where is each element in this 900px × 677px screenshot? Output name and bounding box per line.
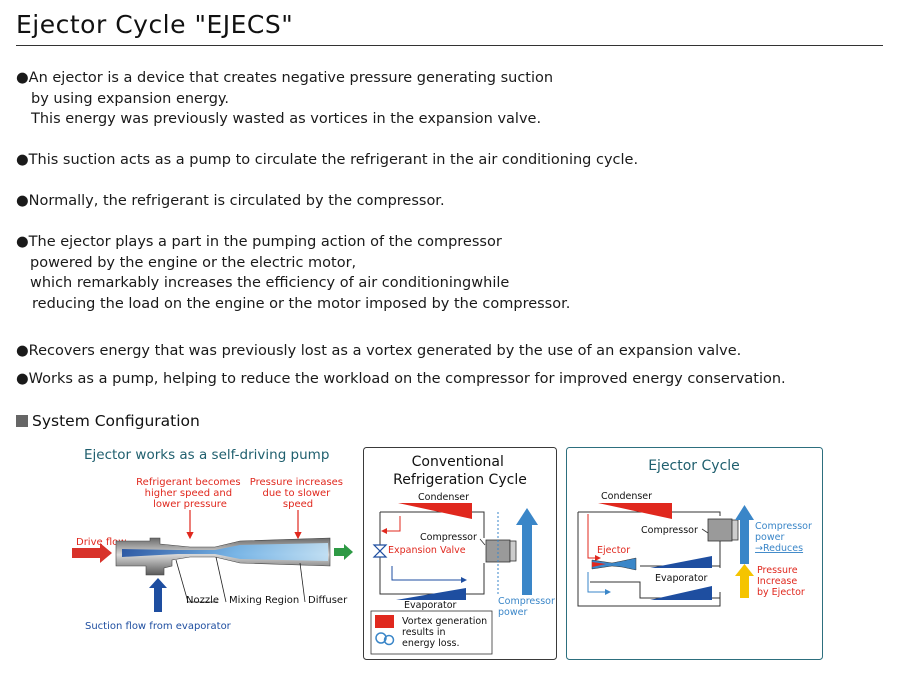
compressor-pulley-icon	[509, 540, 517, 562]
drive-flow-arrow	[72, 543, 112, 563]
paragraph-line: by using expansion energy.	[31, 90, 230, 107]
expansion-valve-label: Expansion Valve	[388, 545, 466, 556]
ejector-cycle-evaporator	[650, 556, 712, 568]
nozzle-label: Nozzle	[186, 595, 219, 606]
reduced-power-label: Compressor power →Reduces	[755, 521, 815, 554]
condenser-return-arrow	[381, 516, 401, 534]
conventional-condenser-label: Condenser	[418, 492, 469, 503]
diffuser-leader	[299, 562, 306, 603]
mixing-region-label: Mixing Region	[229, 595, 299, 606]
evaporator-flow-arrow	[391, 566, 467, 583]
ejector-icon	[591, 557, 637, 571]
title-divider	[16, 45, 883, 46]
ejector-label: Ejector	[597, 545, 630, 556]
ejector-cycle-diagram: Ejector Cycle Condenser Compressor Eject…	[566, 447, 823, 660]
ejector-cycle-compressor-label: Compressor	[641, 525, 698, 536]
diffuser-label: Diffuser	[308, 595, 348, 606]
expansion-valve-icon	[372, 544, 388, 558]
conventional-cycle-diagram: Conventional Refrigeration Cycle Condens…	[363, 447, 558, 660]
mixing-leader	[215, 556, 227, 603]
conventional-compressor-icon	[485, 539, 511, 563]
paragraph-line: which remarkably increases the efficienc…	[30, 275, 510, 291]
ejector-cycle-evaporator-label: Evaporator	[655, 573, 708, 584]
ejector-diagram: Ejector works as a self-driving pump Ref…	[72, 447, 353, 632]
ejector-diagram-heading: Ejector works as a self-driving pump	[84, 447, 329, 463]
ejector-drive-arrow	[587, 514, 601, 561]
compressor-power-arrow-icon	[516, 508, 538, 525]
paragraph-line: This energy was previously wasted as vor…	[31, 111, 542, 127]
section-title: System Configuration	[32, 412, 200, 430]
paragraph-line: ●This suction acts as a pump to circulat…	[16, 152, 639, 168]
paragraph-line: ●Works as a pump, helping to reduce the …	[16, 371, 786, 387]
square-bullet-icon	[16, 415, 28, 427]
pressure-increase-arrow-icon	[735, 564, 754, 576]
paragraph-line: powered by the engine or the electric mo…	[30, 254, 357, 271]
ejector-cycle-condenser-label: Condenser	[601, 491, 652, 502]
suction-flow-label: Suction flow from evaporator	[85, 621, 232, 632]
page-title: Ejector Cycle "EJECS"	[16, 10, 294, 39]
paragraph-line: ●An ejector is a device that creates neg…	[16, 70, 554, 86]
conventional-evaporator	[396, 588, 466, 600]
vortex-valve-icon	[375, 615, 394, 628]
suction-flow-arrow	[149, 578, 167, 612]
paragraph-line: ●The ejector plays a part in the pumping…	[16, 234, 502, 250]
paragraph-recovers-energy: ●Recovers energy that was previously los…	[16, 341, 741, 362]
ejector-cycle-compressor-icon	[707, 518, 733, 542]
refrigerant-flow	[122, 543, 328, 561]
conventional-panel-frame	[363, 447, 557, 660]
conventional-compressor-label: Compressor	[420, 532, 477, 543]
section-heading: System Configuration	[16, 412, 200, 430]
reduced-power-arrow-icon	[735, 505, 754, 520]
paragraph-works-as-pump: ●Works as a pump, helping to reduce the …	[16, 369, 786, 390]
vortex-note-text: Vortex generation results in energy loss…	[402, 616, 490, 649]
ejector-cycle-condenser	[598, 503, 672, 519]
outlet-arrow	[334, 544, 353, 560]
conventional-evaporator-label: Evaporator	[404, 600, 457, 611]
pressure-increase-label: Pressure Increase by Ejector	[757, 565, 805, 598]
paragraph-line: ●Normally, the refrigerant is circulated…	[16, 193, 445, 209]
paragraph-suction-pump: ●This suction acts as a pump to circulat…	[16, 150, 638, 171]
conventional-heading: Conventional Refrigeration Cycle	[393, 454, 527, 488]
paragraph-line: reducing the load on the engine or the m…	[32, 295, 571, 312]
paragraph-pumping-action: ●The ejector plays a part in the pumping…	[16, 232, 570, 314]
ejector-cycle-heading: Ejector Cycle	[648, 458, 740, 474]
vortex-swirl-icon	[383, 634, 395, 646]
ejector-cycle-piping	[577, 511, 721, 607]
reduced-power-bar	[740, 520, 749, 564]
vortex-swirl-icon	[375, 632, 387, 644]
ejector-suction-arrow	[587, 572, 611, 595]
paragraph-compressor: ●Normally, the refrigerant is circulated…	[16, 191, 445, 212]
drive-flow-label: Drive flow	[76, 537, 126, 548]
paragraph-line: ●Recovers energy that was previously los…	[16, 343, 742, 359]
conventional-condenser	[398, 503, 472, 519]
compressor-power-label: Compressor power	[498, 596, 558, 618]
label-higher-speed: Refrigerant becomes higher speed and low…	[136, 477, 244, 510]
pressure-increase-bar	[740, 576, 749, 598]
compressor-leader	[701, 528, 709, 534]
compressor-leader	[479, 538, 486, 546]
label-pressure-increases: Pressure increases due to slower speed	[250, 477, 346, 510]
ejector-nozzle-icon	[592, 562, 606, 567]
ejector-cycle-evaporator-lower	[650, 586, 712, 600]
compressor-pulley-icon	[731, 519, 739, 541]
compressor-power-bar	[522, 525, 532, 595]
paragraph-ejector-definition: ●An ejector is a device that creates neg…	[16, 68, 553, 130]
nozzle-leader	[175, 559, 218, 603]
